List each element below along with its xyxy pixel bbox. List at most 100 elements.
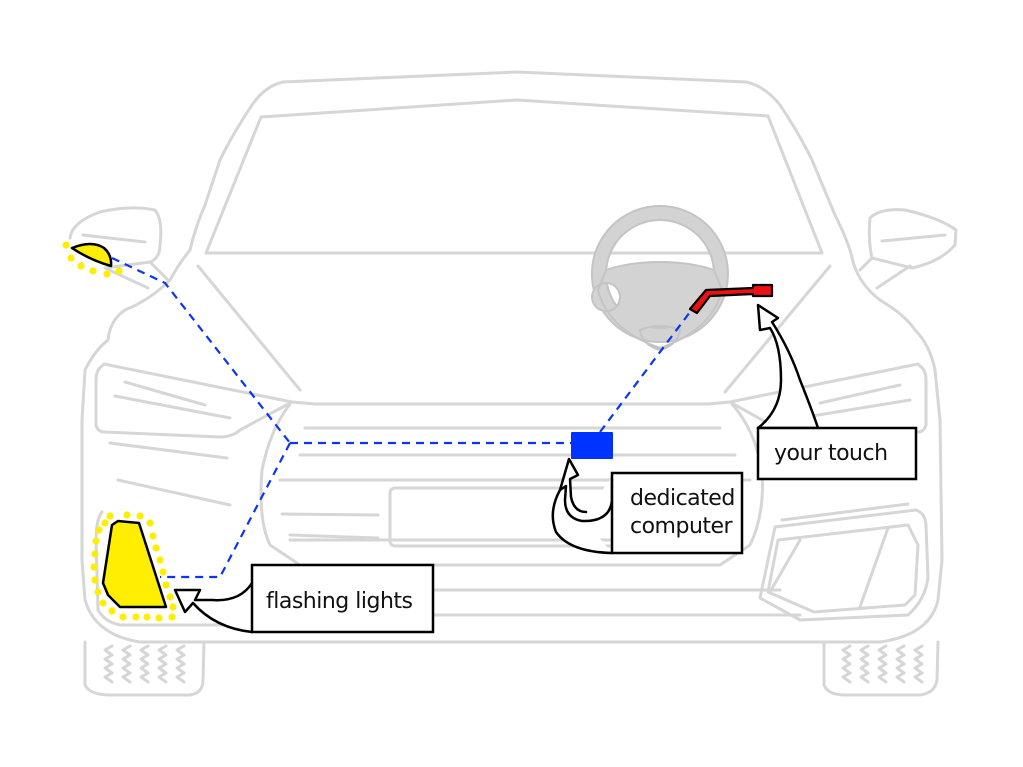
glow-dot	[123, 511, 131, 519]
left-lower-line-2	[116, 478, 232, 507]
tread-mark	[841, 644, 852, 684]
right-fog-divider-2	[858, 526, 890, 609]
glow-dot	[132, 613, 140, 621]
glow-dot	[77, 262, 85, 270]
glow-dot	[108, 607, 116, 615]
grille-top	[290, 400, 732, 406]
computer-icon	[571, 432, 613, 459]
glow-dot	[146, 519, 154, 527]
callout-lights-label: flashing lights	[266, 589, 413, 614]
headlight-icon	[101, 519, 168, 609]
glow-dot	[149, 532, 157, 540]
right-headlight-line-2	[798, 398, 912, 420]
steering-wheel-spokes	[591, 260, 724, 352]
left-lower-line-1	[108, 441, 229, 460]
glow-dot	[67, 254, 75, 262]
wiring	[111, 257, 694, 579]
left-headlight-line-2	[113, 394, 232, 420]
glow-dot	[99, 599, 107, 607]
tread-mark	[859, 644, 870, 684]
steering-wheel-shape	[590, 205, 729, 343]
grille-side-1	[280, 512, 380, 517]
callout-lights-box	[250, 563, 435, 634]
mirror-light	[62, 241, 123, 278]
glow-dot	[91, 576, 99, 584]
glow-dot	[92, 537, 100, 545]
glow-dot	[143, 613, 151, 621]
left-headlight-housing	[94, 362, 294, 439]
callout-touch-label: your touch	[774, 441, 888, 466]
right-headlight-line-1	[818, 383, 902, 405]
right-fog-divider-1	[768, 538, 802, 594]
tread-mark	[139, 644, 150, 684]
tread-mark	[175, 644, 186, 684]
callout-computer: dedicated computer	[551, 457, 744, 555]
left-mirror	[68, 206, 163, 270]
glow-dot	[103, 270, 111, 278]
glow-dot	[115, 267, 123, 275]
glow-dot	[90, 563, 98, 571]
right-fender	[851, 260, 944, 602]
glow-dot	[106, 512, 114, 520]
right-mirror-arm	[858, 256, 912, 290]
headlight-glow	[90, 511, 177, 622]
right-fog-top	[780, 502, 910, 522]
callout-lights-arrow	[173, 581, 254, 634]
right-wheel	[822, 640, 940, 697]
callout-computer-label-line1: dedicated	[630, 486, 735, 511]
wire-mirror-to-hub	[111, 257, 291, 444]
glow-dot	[136, 512, 144, 520]
left-wheel	[83, 640, 206, 697]
tread-mark	[157, 644, 168, 684]
glow-dot	[119, 613, 127, 621]
left-tire-tread	[103, 644, 186, 684]
headlight	[90, 511, 177, 622]
tread-mark	[121, 644, 132, 684]
right-fog-housing	[758, 508, 930, 622]
glow-dot	[89, 267, 97, 275]
tread-mark	[895, 644, 906, 684]
glow-dot	[152, 544, 160, 552]
callout-computer-box	[610, 471, 744, 555]
glow-dot	[91, 550, 99, 558]
glow-dot	[168, 613, 176, 621]
left-headlight-line-1	[123, 380, 207, 407]
roof-outline-left	[188, 80, 285, 252]
left-mirror-arm	[103, 260, 170, 290]
glow-dot	[62, 241, 70, 249]
grille-side-2	[288, 533, 380, 540]
mirror-light-glow	[62, 241, 123, 278]
right-fog-inner	[766, 523, 920, 614]
callout-touch-arrow	[756, 303, 820, 430]
tread-mark	[103, 644, 114, 684]
glow-dot	[94, 588, 102, 596]
tread-mark	[913, 644, 924, 684]
glow-dot	[162, 581, 170, 589]
glow-dot	[156, 556, 164, 564]
hood-line-left	[196, 264, 302, 392]
touch-sensor-icon	[688, 283, 774, 315]
callout-touch-box	[756, 426, 918, 481]
right-mirror-inner	[880, 233, 947, 243]
glow-dot	[169, 603, 177, 611]
left-fender	[80, 248, 192, 602]
bumper-bottom	[83, 598, 940, 644]
mirror-light-icon	[70, 242, 113, 268]
callout-computer-arrow	[551, 457, 614, 555]
right-tire-tread	[841, 644, 924, 684]
right-mirror	[867, 208, 958, 270]
windshield	[204, 98, 824, 255]
callout-touch: your touch	[756, 303, 918, 481]
glow-dot	[159, 568, 167, 576]
roof-outline	[281, 70, 855, 264]
glow-dot	[166, 593, 174, 601]
callout-lights: flashing lights	[173, 563, 435, 634]
wire-hub-to-lights	[160, 442, 291, 579]
bumper-left	[94, 510, 302, 627]
steering-wheel	[590, 205, 729, 352]
wire-computer-to-touch	[599, 307, 694, 433]
glow-dot	[155, 614, 163, 622]
glow-dot	[95, 526, 103, 534]
glow-dot	[101, 519, 109, 527]
